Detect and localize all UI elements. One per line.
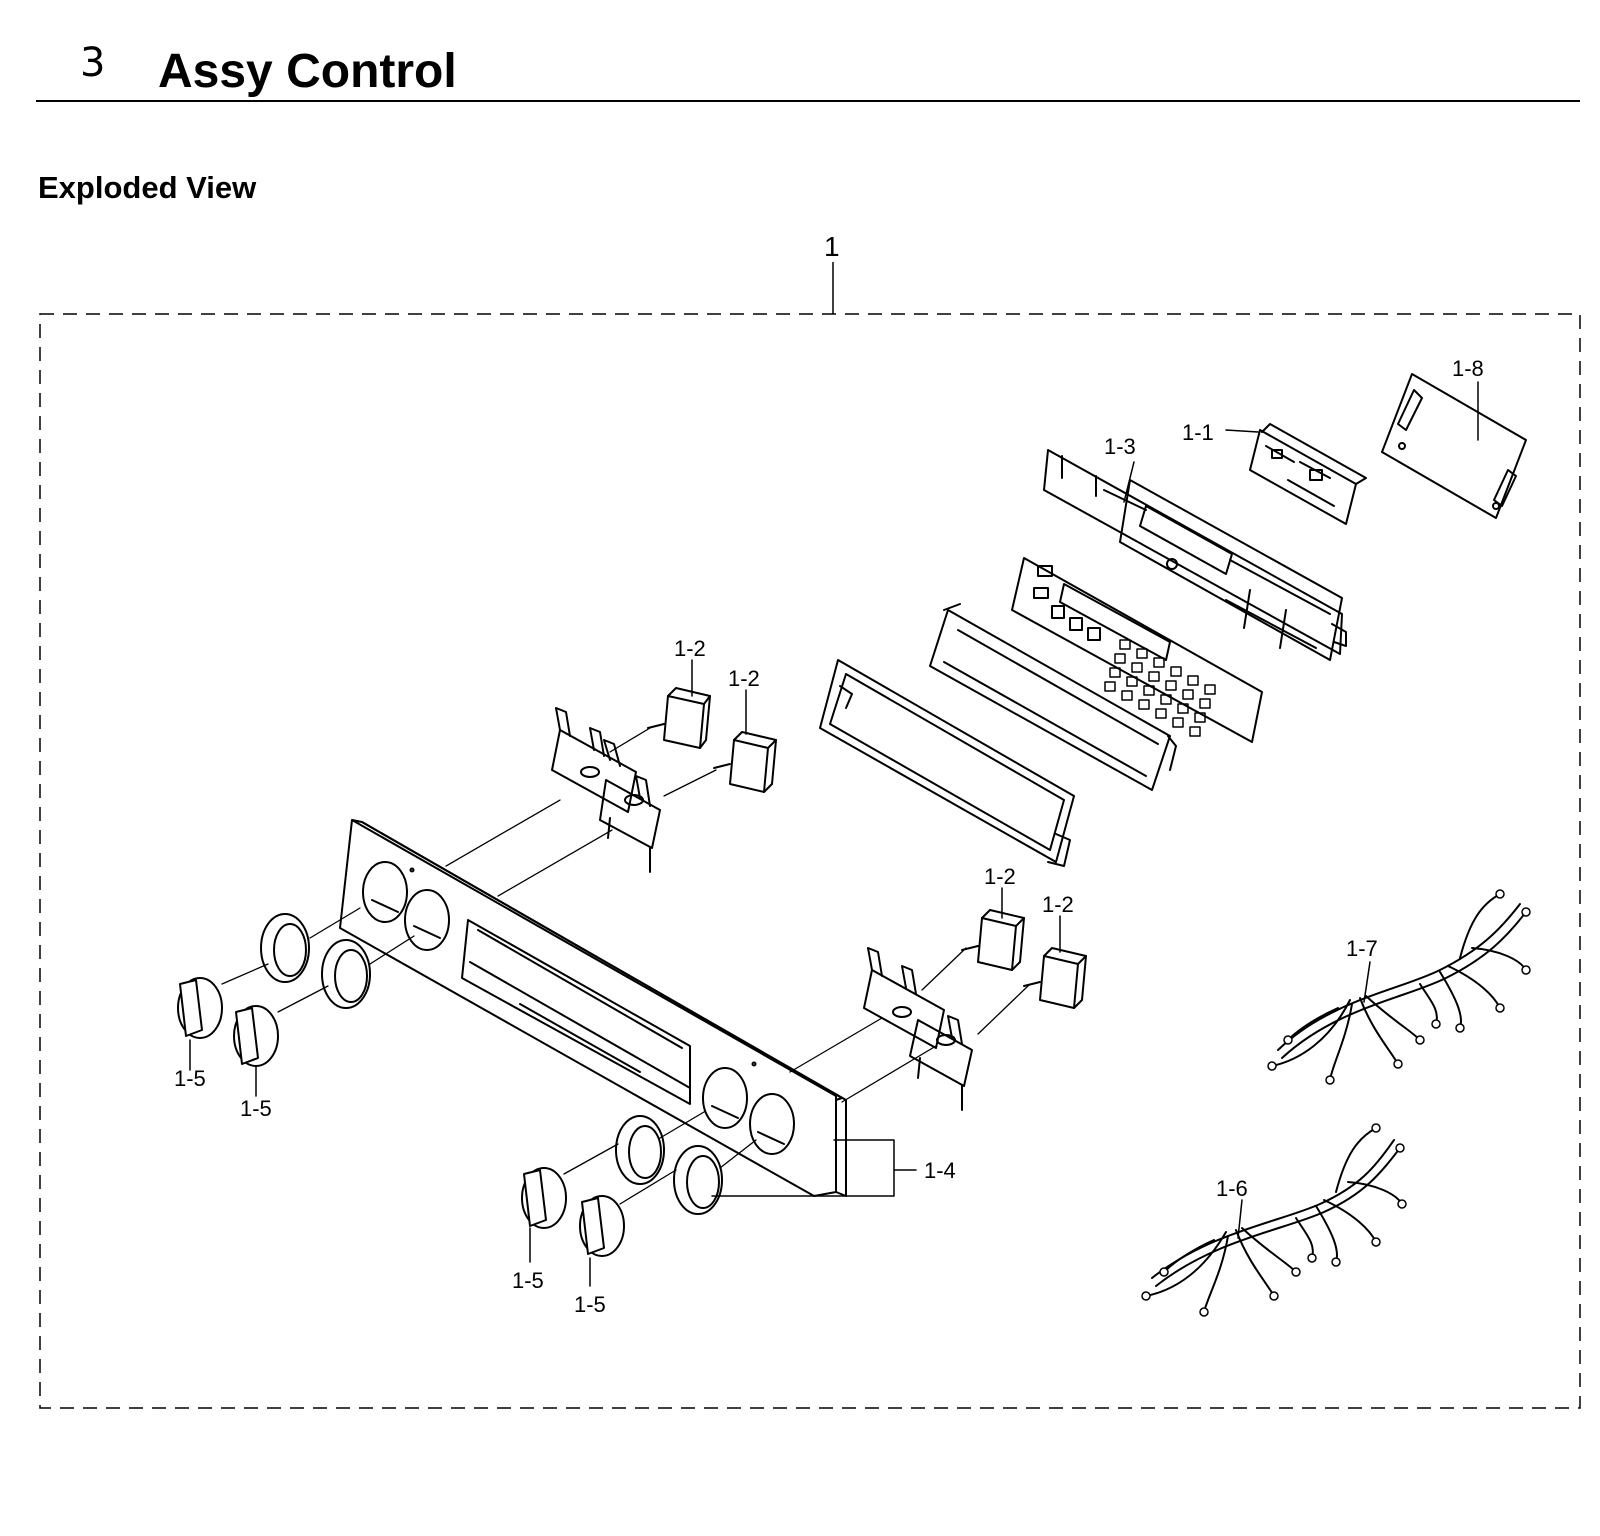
wire-harness-1-7 <box>1271 893 1527 1081</box>
wire-terminal <box>1141 1291 1151 1301</box>
explosion-guide-lines <box>221 727 1029 1205</box>
keypad-key <box>1114 653 1126 664</box>
label-1-2-d: 1-2 <box>1042 892 1074 917</box>
wire-terminal <box>1331 1257 1341 1267</box>
wire-terminal <box>1267 1061 1277 1071</box>
label-leaders <box>189 381 1479 1287</box>
wire-terminal <box>1371 1123 1381 1133</box>
label-1-5-a: 1-5 <box>174 1066 206 1091</box>
section-number: 3 <box>80 40 106 86</box>
keypad-key <box>1170 666 1182 677</box>
wire-terminal <box>1269 1291 1279 1301</box>
label-1-8: 1-8 <box>1452 356 1484 381</box>
wire-terminal <box>1307 1253 1317 1263</box>
keypad-key <box>1187 675 1199 686</box>
sub-pcb <box>1381 373 1527 519</box>
label-1-2-c: 1-2 <box>984 864 1016 889</box>
wire-terminal <box>1397 1199 1407 1209</box>
section-title: Assy Control <box>158 45 457 98</box>
wire-terminal <box>1395 1143 1405 1153</box>
display-bezel <box>819 659 1075 867</box>
keypad-key <box>1182 689 1194 700</box>
keypad-key <box>1131 662 1143 673</box>
keypad-key <box>1138 699 1150 710</box>
keypad-key <box>1165 680 1177 691</box>
label-1-1: 1-1 <box>1182 420 1214 445</box>
wire-terminal <box>1283 1035 1293 1045</box>
switch-brackets <box>551 707 973 1111</box>
control-board <box>1249 423 1367 525</box>
keypad-key <box>1136 648 1148 659</box>
wire-terminal <box>1393 1059 1403 1069</box>
label-1-5-b: 1-5 <box>240 1096 272 1121</box>
keypad-key <box>1199 698 1211 709</box>
knob-bezels <box>260 913 723 1215</box>
keypad-key <box>1153 657 1165 668</box>
label-1-5-d: 1-5 <box>574 1292 606 1317</box>
keypad-key <box>1189 726 1201 737</box>
wire-terminal <box>1495 1003 1505 1013</box>
wire-terminal <box>1199 1307 1209 1317</box>
label-1-4: 1-4 <box>924 1158 956 1183</box>
keypad-key <box>1204 684 1216 695</box>
label-1-2-a: 1-2 <box>674 636 706 661</box>
assembly-boundary <box>39 313 1581 1409</box>
keypad-key <box>1177 703 1189 714</box>
label-1-5-c: 1-5 <box>512 1268 544 1293</box>
keypad-key <box>1121 690 1133 701</box>
touch-keypad-grid <box>1104 639 1216 737</box>
label-1-6: 1-6 <box>1216 1176 1248 1201</box>
wire-terminal <box>1325 1075 1335 1085</box>
keypad-key <box>1148 671 1160 682</box>
keypad-key <box>1155 708 1167 719</box>
keypad-key <box>1109 667 1121 678</box>
keypad-key <box>1143 685 1155 696</box>
wire-terminal <box>1415 1035 1425 1045</box>
label-1-7: 1-7 <box>1346 936 1378 961</box>
wire-terminal <box>1521 907 1531 917</box>
wire-terminal <box>1291 1267 1301 1277</box>
display-frame <box>1043 449 1347 661</box>
control-panel <box>339 819 847 1197</box>
wire-terminal <box>1521 965 1531 975</box>
wire-terminal <box>1431 1019 1441 1029</box>
keypad-key <box>1194 712 1206 723</box>
label-assembly: 1 <box>824 231 840 262</box>
keypad-key <box>1104 681 1116 692</box>
wire-terminal <box>1159 1267 1169 1277</box>
infinite-switches <box>647 687 1087 1009</box>
wire-harness-1-6 <box>1145 1127 1403 1313</box>
label-1-2-b: 1-2 <box>728 666 760 691</box>
wire-terminal <box>1495 889 1505 899</box>
keypad-key <box>1126 676 1138 687</box>
keypad-key <box>1119 639 1131 650</box>
display-cover-tray <box>929 603 1177 791</box>
wire-terminal <box>1455 1023 1465 1033</box>
subheading: Exploded View <box>38 170 257 205</box>
section-divider <box>36 100 1580 102</box>
keypad-key <box>1160 694 1172 705</box>
wire-terminal <box>1371 1237 1381 1247</box>
harness-terminals <box>1141 889 1531 1317</box>
label-1-3: 1-3 <box>1104 434 1136 459</box>
keypad-key <box>1172 717 1184 728</box>
